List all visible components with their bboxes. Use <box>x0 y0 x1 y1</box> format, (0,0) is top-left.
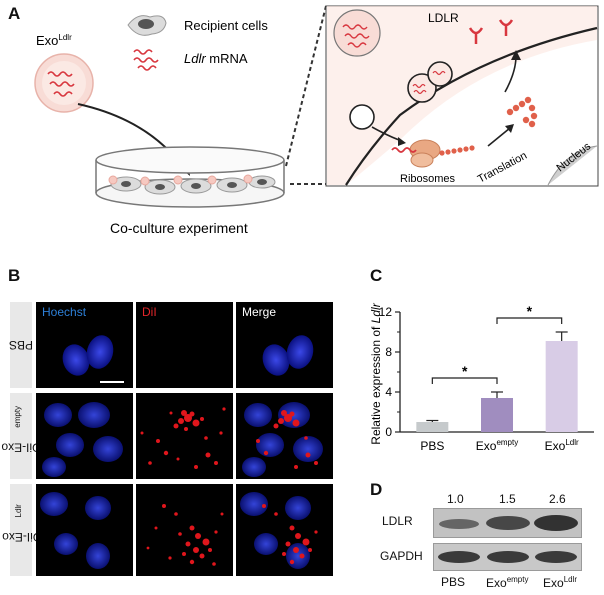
ldlr-protein-icon <box>506 96 538 128</box>
col-label-hoechst: Hoechst <box>42 305 87 319</box>
panel-a-schematic: ExoLdlr Recipient cells Ldlr mRNA <box>34 5 599 236</box>
recipient-cell-icon <box>127 15 167 36</box>
lane-label-exo-empty: Exoempty <box>486 575 529 590</box>
zoom-line-top <box>285 5 327 167</box>
micro-ldlr-merge <box>236 484 333 576</box>
row-label-pbs-text: PBS <box>9 338 34 352</box>
blot-label-ldlr: LDLR <box>382 514 413 528</box>
exosome-icon <box>34 53 94 113</box>
blot-label-gapdh: GAPDH <box>380 549 423 563</box>
chart-bars: ** <box>416 303 578 432</box>
western-blot-gapdh <box>433 543 582 571</box>
micro-empty-merge <box>236 393 333 479</box>
x-tick-label-0: PBS <box>420 439 444 453</box>
exo-ldlr-label: ExoLdlr <box>36 33 72 48</box>
ratio-1: 1.0 <box>447 492 464 506</box>
petri-dish-icon <box>95 146 285 208</box>
micro-empty-hoechst <box>36 393 133 479</box>
bar-2 <box>545 341 578 432</box>
ribosomes-label: Ribosomes <box>400 173 456 185</box>
significance-bracket-0 <box>431 377 498 384</box>
y-tick-label: 8 <box>385 345 392 359</box>
co-culture-caption: Co-culture experiment <box>110 220 248 236</box>
row-label-pbs: PBS <box>9 302 34 388</box>
ribosome-icon <box>391 139 475 168</box>
micro-ldlr-hoechst <box>36 484 133 576</box>
micro-pbs-dii: DiI <box>136 302 233 388</box>
row-label-dii-exo-empty: DiI-Exoempty <box>2 393 41 479</box>
panel-b-letter: B <box>8 266 21 285</box>
lane-label-pbs: PBS <box>441 575 466 589</box>
micro-pbs-merge: Merge <box>236 302 333 388</box>
legend-cells-text: Recipient cells <box>184 18 268 33</box>
mrna-icon <box>133 49 159 71</box>
micro-ldlr-dii <box>136 484 233 576</box>
panel-d-letter: D <box>370 480 383 499</box>
ratio-3: 2.6 <box>549 492 566 506</box>
translation-arrow <box>487 127 511 147</box>
row-label-dii-exo-ldlr: DiI-ExoLdlr <box>2 484 41 576</box>
endocytic-vesicle-icon <box>349 61 453 130</box>
x-tick-labels: PBS Exoempty ExoLdlr <box>420 438 579 453</box>
y-tick-label: 0 <box>385 425 392 439</box>
ldlr-receptor-icon <box>468 19 514 44</box>
y-axis-label: Relative expression of Ldlr <box>369 302 383 444</box>
micro-pbs-hoechst: Hoechst <box>36 302 133 388</box>
panel-a-letter: A <box>8 4 21 23</box>
legend-mrna-text: Ldlr mRNA <box>184 51 248 66</box>
significance-star-1: * <box>527 303 533 319</box>
inset-exosome-icon <box>333 9 381 57</box>
col-label-dii: DiI <box>142 305 157 319</box>
panel-c-letter: C <box>370 266 383 285</box>
y-tick-label: 12 <box>379 305 393 319</box>
ldlr-label: LDLR <box>428 11 459 25</box>
significance-star-0: * <box>462 363 468 379</box>
bar-0 <box>416 422 449 432</box>
ratio-2: 1.5 <box>499 492 516 506</box>
x-tick-label-1: Exoempty <box>476 438 518 453</box>
micro-empty-dii <box>136 393 233 479</box>
significance-bracket-1 <box>496 317 563 324</box>
y-tick-label: 4 <box>385 385 392 399</box>
x-tick-label-2: ExoLdlr <box>545 438 579 453</box>
lane-label-exo-ldlr: ExoLdlr <box>543 575 578 590</box>
col-label-merge: Merge <box>242 305 277 319</box>
western-blot-ldlr <box>433 508 582 538</box>
bar-1 <box>481 398 513 432</box>
